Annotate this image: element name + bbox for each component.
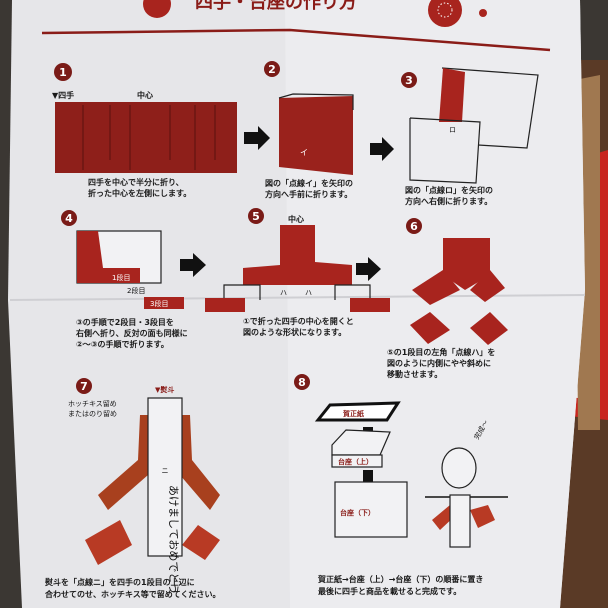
step-number-badge xyxy=(76,378,92,394)
step-number-badge xyxy=(264,61,280,77)
svg-text:中心: 中心 xyxy=(137,90,153,100)
svg-text:②〜③の手順で折ります。: ②〜③の手順で折ります。 xyxy=(76,339,169,349)
svg-text:▼四手: ▼四手 xyxy=(52,90,74,100)
plum-flower-icon xyxy=(428,0,462,27)
step-number-badge xyxy=(61,210,77,226)
svg-text:賀正紙: 賀正紙 xyxy=(342,409,364,418)
svg-text:ハ: ハ xyxy=(280,289,287,297)
svg-text:最後に四手と商品を載せると完成です。: 最後に四手と商品を載せると完成です。 xyxy=(318,586,461,596)
svg-text:合わせてのせ、ホッチキス等で留めてください。: 合わせてのせ、ホッチキス等で留めてください。 xyxy=(44,589,221,599)
plum-flower-icon xyxy=(143,0,171,18)
svg-text:賀正紙→台座（上）→台座（下）の順番に置き: 賀正紙→台座（上）→台座（下）の順番に置き xyxy=(317,574,483,584)
title-rule xyxy=(41,28,551,52)
step-number-badge xyxy=(294,374,310,390)
svg-text:図の「点線ロ」を矢印の: 図の「点線ロ」を矢印の xyxy=(405,185,493,195)
svg-text:8: 8 xyxy=(298,376,306,389)
svg-text:3段目: 3段目 xyxy=(150,299,168,308)
svg-text:6: 6 xyxy=(410,220,418,233)
svg-text:▼熨斗: ▼熨斗 xyxy=(155,385,174,394)
svg-text:3: 3 xyxy=(405,74,413,87)
arrow-right-icon xyxy=(356,257,381,281)
step-number-badge xyxy=(54,63,72,81)
svg-text:2段目: 2段目 xyxy=(127,286,145,295)
arrow-down-icon xyxy=(363,470,373,482)
svg-text:中心: 中心 xyxy=(288,214,304,224)
arrow-right-icon xyxy=(180,253,206,277)
base-top xyxy=(331,454,383,468)
arrow-right-icon xyxy=(370,137,394,161)
totoro-figure xyxy=(441,447,477,489)
svg-text:方向へ右側に折ります。: 方向へ右側に折ります。 xyxy=(405,196,492,206)
svg-text:ハ: ハ xyxy=(305,289,312,297)
shide-folded-diagram xyxy=(279,96,353,175)
svg-text:折った中心を左側にします。: 折った中心を左側にします。 xyxy=(88,188,191,198)
page-title: 四手・台座の作り方 xyxy=(195,0,357,13)
svg-text:熨斗を「点線ニ」を四手の1段目の上辺に: 熨斗を「点線ニ」を四手の1段目の上辺に xyxy=(45,577,195,587)
svg-text:5: 5 xyxy=(252,210,260,223)
base-bottom xyxy=(334,481,408,538)
svg-text:図のように内側にやや斜めに: 図のように内側にやや斜めに xyxy=(387,358,491,368)
svg-text:図の「点線イ」を矢印の: 図の「点線イ」を矢印の xyxy=(265,178,353,188)
svg-text:1: 1 xyxy=(59,66,67,79)
svg-text:台座（上）: 台座（上） xyxy=(338,457,373,466)
step-number-badge xyxy=(401,72,417,88)
svg-text:1段目: 1段目 xyxy=(112,273,130,282)
step-number-badge xyxy=(406,218,422,234)
svg-text:4: 4 xyxy=(65,212,73,225)
svg-text:⑤の1段目の左角「点線ハ」を: ⑤の1段目の左角「点線ハ」を xyxy=(387,347,495,357)
svg-text:ホッチキス留め: ホッチキス留め xyxy=(68,399,117,408)
svg-text:図のような形状になります。: 図のような形状になります。 xyxy=(243,327,346,337)
svg-text:イ: イ xyxy=(300,148,308,157)
arrow-right-icon xyxy=(244,126,270,150)
svg-text:ニ: ニ xyxy=(162,467,169,475)
svg-text:方向へ手前に折ります。: 方向へ手前に折ります。 xyxy=(265,189,352,199)
svg-text:あけましておめでとう: あけましておめでとう xyxy=(167,485,180,594)
svg-text:またはのり留め: またはのり留め xyxy=(68,409,117,418)
noshi-paper xyxy=(147,397,183,557)
shide-opened-diagram xyxy=(243,225,352,285)
svg-text:移動させます。: 移動させます。 xyxy=(387,369,442,379)
step-number-badge xyxy=(248,208,264,224)
svg-text:2: 2 xyxy=(268,63,276,76)
gasho-paper xyxy=(314,401,401,422)
svg-text:右側へ折り、反対の面も同様に: 右側へ折り、反対の面も同様に xyxy=(75,328,188,338)
svg-text:四手を中心で半分に折り、: 四手を中心で半分に折り、 xyxy=(88,177,184,187)
svg-text:ロ: ロ xyxy=(449,126,456,134)
svg-text:③の手順で2段目・3段目を: ③の手順で2段目・3段目を xyxy=(76,317,174,327)
shide-paper-diagram xyxy=(55,102,237,173)
svg-text:台座（下）: 台座（下） xyxy=(340,508,375,517)
svg-text:7: 7 xyxy=(80,380,88,393)
svg-text:①で折った四手の中心を開くと: ①で折った四手の中心を開くと xyxy=(243,316,354,326)
